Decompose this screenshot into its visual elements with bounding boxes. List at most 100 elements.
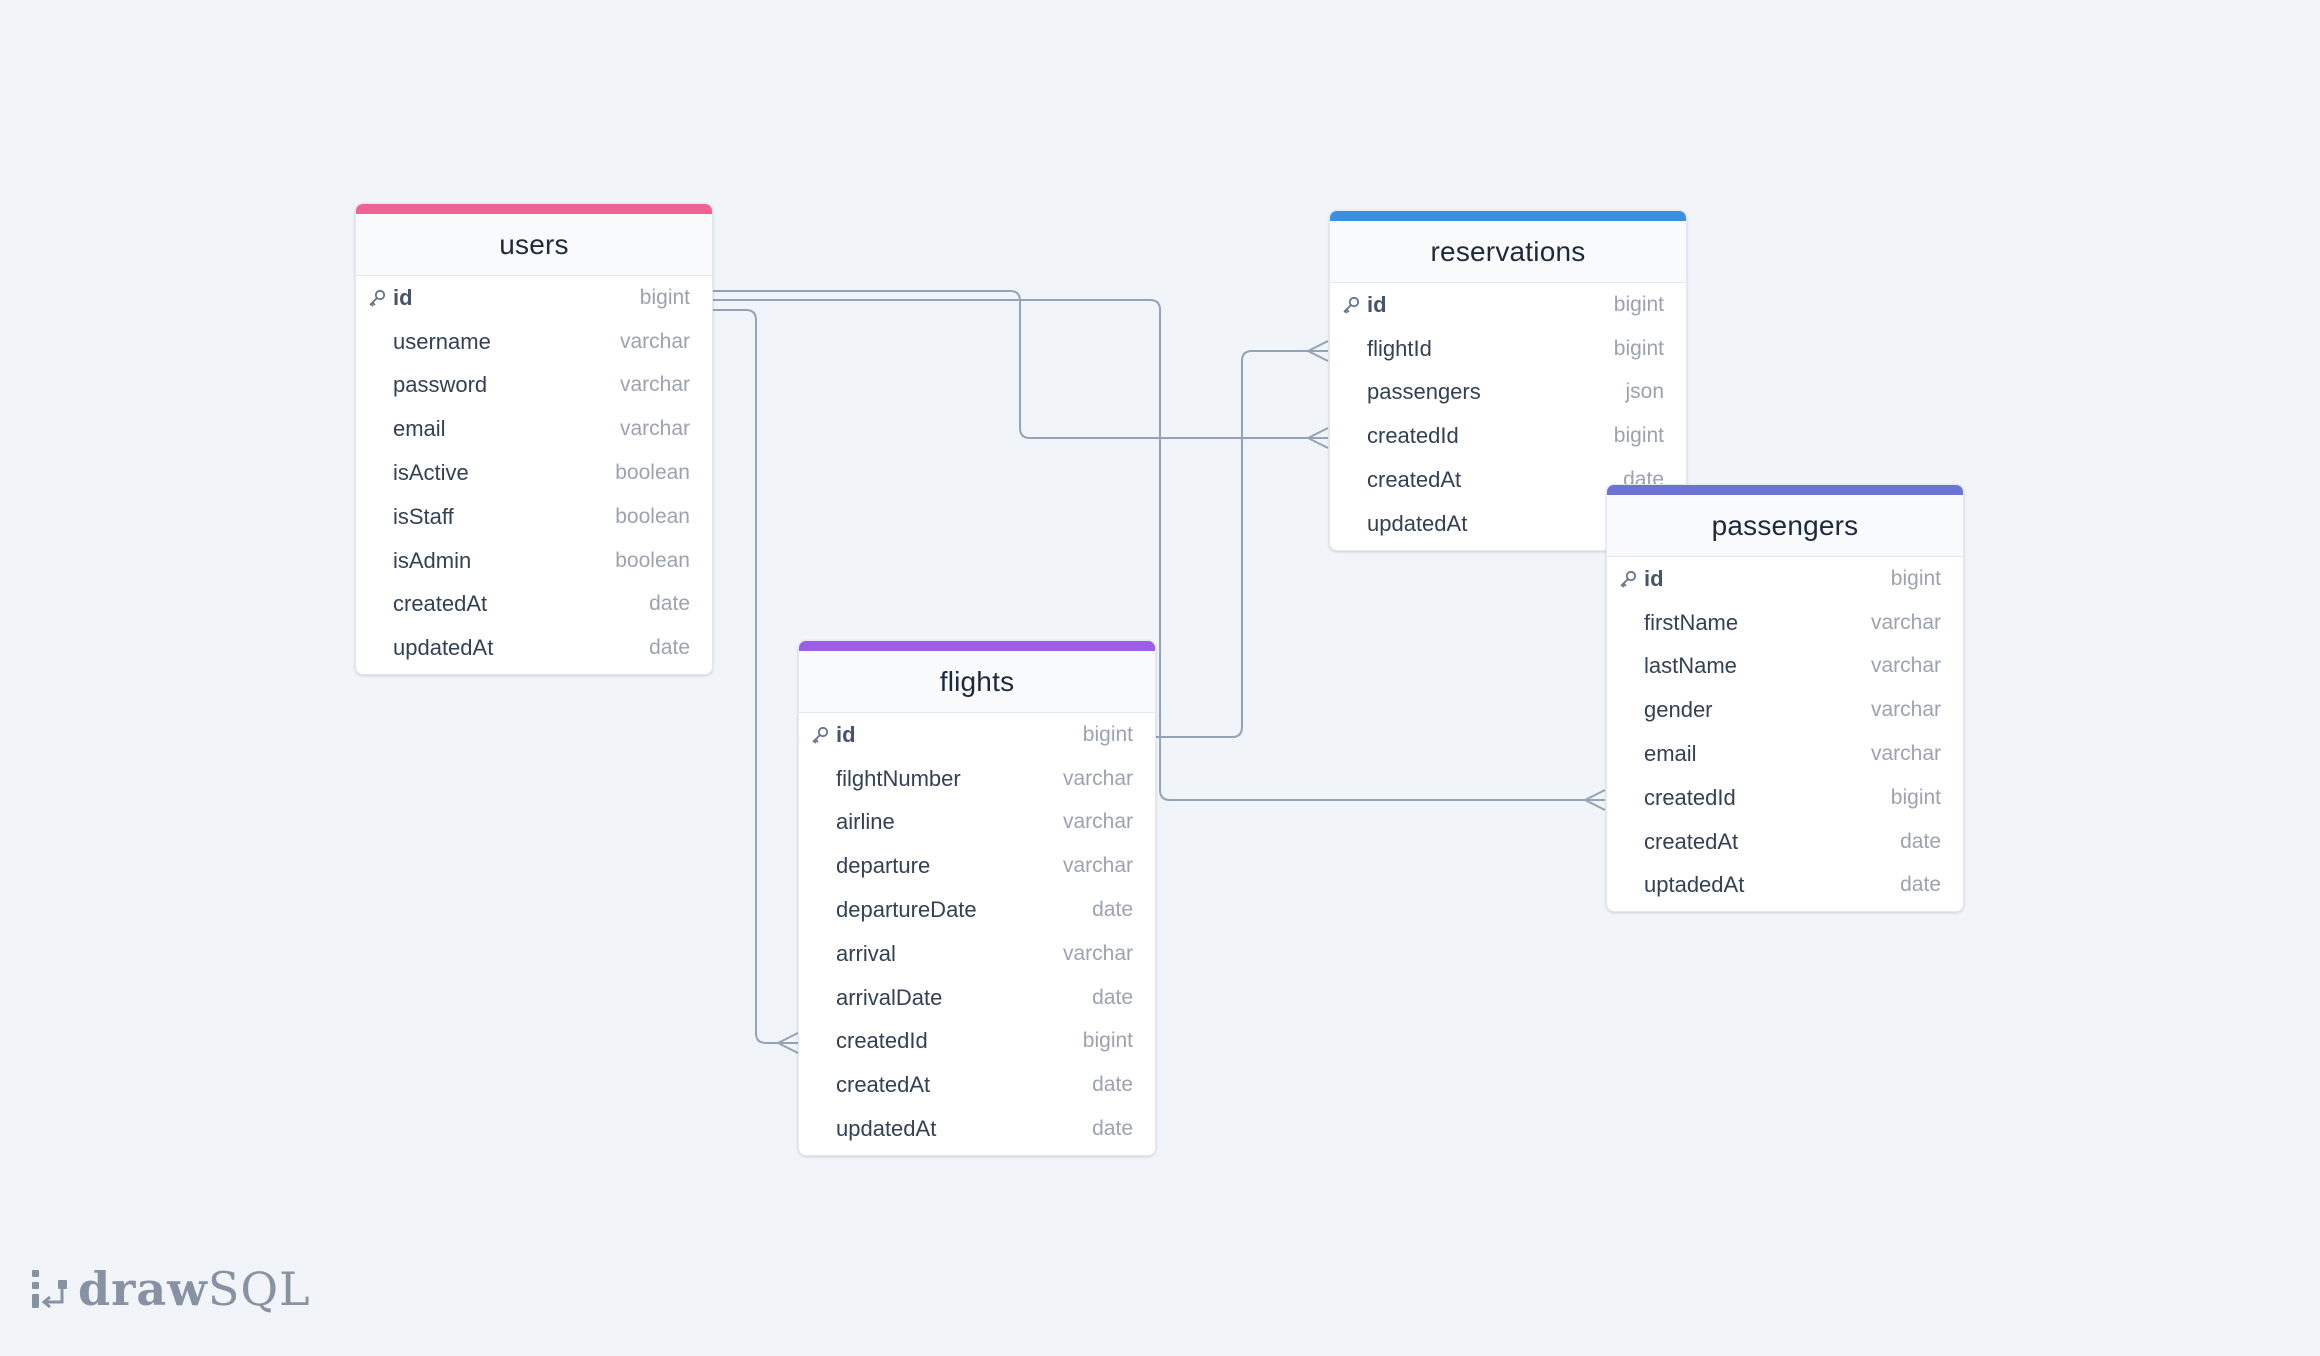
column-name: gender bbox=[1644, 697, 1713, 723]
column-name: uptadedAt bbox=[1644, 872, 1745, 898]
primary-key-icon bbox=[1618, 569, 1638, 589]
table-color-bar bbox=[356, 204, 712, 214]
column-type: date bbox=[1092, 1073, 1133, 1097]
primary-key-icon bbox=[810, 725, 830, 745]
column-type: bigint bbox=[1613, 292, 1664, 316]
column-name: email bbox=[393, 416, 446, 442]
relation-users-reservations[interactable] bbox=[713, 290, 1328, 439]
table-color-bar bbox=[1330, 211, 1686, 221]
column-name: id bbox=[1367, 291, 1387, 317]
drawsql-logo-icon bbox=[32, 1270, 67, 1309]
column-type: varchar bbox=[1062, 810, 1133, 834]
column-type: varchar bbox=[1062, 941, 1133, 965]
column-name: departureDate bbox=[836, 897, 977, 923]
column-type: varchar bbox=[619, 417, 690, 441]
relation-users-flights[interactable] bbox=[713, 309, 798, 1044]
column-row-reservations-0[interactable]: id bigint bbox=[1330, 283, 1686, 327]
table-title[interactable]: reservations bbox=[1330, 221, 1686, 283]
column-name: createdId bbox=[836, 1028, 928, 1054]
column-row-passengers-2[interactable]: lastName varchar bbox=[1607, 645, 1963, 689]
column-name: arrival bbox=[836, 940, 896, 966]
column-name: isActive bbox=[393, 460, 469, 486]
column-type: bigint bbox=[1082, 722, 1133, 746]
column-type: bigint bbox=[1890, 566, 1941, 590]
column-row-passengers-7[interactable]: uptadedAt date bbox=[1607, 864, 1963, 908]
column-name: createdAt bbox=[1367, 467, 1462, 493]
column-type: bigint bbox=[1890, 785, 1941, 809]
column-name: id bbox=[836, 721, 856, 747]
column-name: updatedAt bbox=[836, 1116, 937, 1142]
column-row-passengers-3[interactable]: gender varchar bbox=[1607, 688, 1963, 732]
column-type: varchar bbox=[619, 373, 690, 397]
column-name: createdId bbox=[1644, 784, 1736, 810]
relation-flights-reservations[interactable] bbox=[1156, 350, 1328, 738]
logo-text-draw: draw bbox=[78, 1262, 208, 1316]
column-name: arrivalDate bbox=[836, 984, 943, 1010]
column-type: bigint bbox=[639, 285, 690, 309]
column-row-flights-0[interactable]: id bigint bbox=[799, 713, 1155, 757]
column-name: id bbox=[393, 284, 413, 310]
column-name: flightId bbox=[1367, 335, 1432, 361]
column-row-users-2[interactable]: password varchar bbox=[356, 364, 712, 408]
column-name: lastName bbox=[1644, 653, 1737, 679]
logo-text-sql: SQL bbox=[207, 1262, 311, 1316]
table-title[interactable]: flights bbox=[799, 651, 1155, 713]
column-type: varchar bbox=[619, 329, 690, 353]
column-type: date bbox=[1900, 873, 1941, 897]
column-row-passengers-5[interactable]: createdId bigint bbox=[1607, 776, 1963, 820]
column-row-flights-2[interactable]: airline varchar bbox=[799, 801, 1155, 845]
crowfoot-passengers-createdId bbox=[1584, 789, 1606, 811]
column-row-users-3[interactable]: email varchar bbox=[356, 407, 712, 451]
column-name: passengers bbox=[1367, 379, 1481, 405]
column-row-flights-5[interactable]: arrival varchar bbox=[799, 932, 1155, 976]
column-name: password bbox=[393, 372, 488, 398]
column-type: boolean bbox=[615, 504, 690, 528]
crowfoot-reservations-createdId bbox=[1307, 427, 1329, 449]
column-name: airline bbox=[836, 809, 895, 835]
column-type: varchar bbox=[1870, 742, 1941, 766]
primary-key-icon bbox=[1341, 295, 1361, 315]
table-color-bar bbox=[1607, 485, 1963, 495]
column-row-users-4[interactable]: isActive boolean bbox=[356, 451, 712, 495]
column-type: varchar bbox=[1870, 698, 1941, 722]
primary-key-icon bbox=[367, 288, 387, 308]
column-name: isAdmin bbox=[393, 547, 472, 573]
relation-users-passengers[interactable] bbox=[713, 299, 1605, 801]
column-type: boolean bbox=[615, 461, 690, 485]
column-name: updatedAt bbox=[393, 635, 494, 661]
column-name: departure bbox=[836, 853, 931, 879]
table-title[interactable]: passengers bbox=[1607, 495, 1963, 557]
column-type: bigint bbox=[1613, 424, 1664, 448]
column-row-users-0[interactable]: id bigint bbox=[356, 276, 712, 320]
table-title[interactable]: users bbox=[356, 214, 712, 276]
column-type: varchar bbox=[1870, 654, 1941, 678]
